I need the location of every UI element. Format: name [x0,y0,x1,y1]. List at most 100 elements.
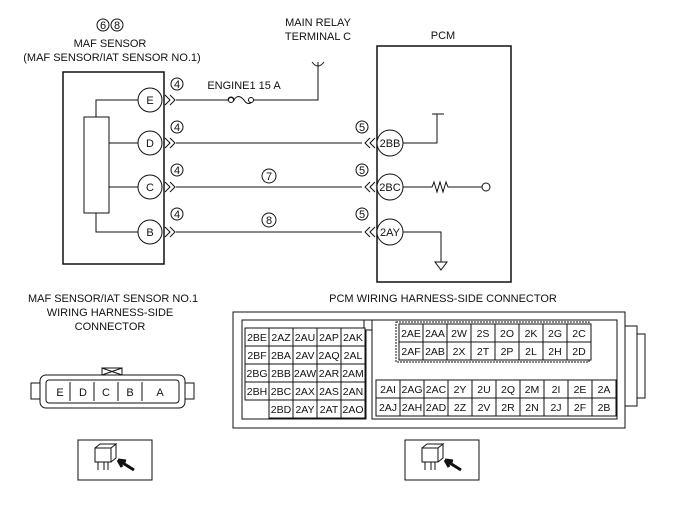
ground-symbol [403,231,448,271]
connector-cavity-label: 2AE [401,328,421,340]
connector-cavity-label: 2AQ [318,350,339,362]
connector-cavity-label: 2BH [247,386,267,398]
maf-sensing-element [83,116,110,214]
connector-cavity-label: 2BA [271,350,291,362]
callout-5: 5 [359,165,365,177]
connector-cavity-label: 2AF [401,346,420,358]
pcm-connector-face [232,311,646,429]
callout-4: 4 [174,165,180,177]
maf-callouts: 4 4 4 4 [170,77,184,221]
connector-cavity-label: 2AW [294,368,316,380]
pcm-callouts: 5 5 5 [355,120,369,221]
connector-cavity-label: 2AC [426,384,447,396]
connector-cavity-label: 2BB [271,368,291,380]
main-relay-terminal-label: TERMINAL C [285,31,351,43]
connector-cavity-label: 2Y [454,384,467,396]
resistor-symbol [403,180,482,194]
connector-cavity-label: 2AH [402,402,422,414]
connector-cavity-label: 2D [572,346,586,358]
callout-5: 5 [359,209,365,221]
connector-cavity-label: 2AK [343,332,363,344]
maf-pin-e: E [146,95,153,107]
connector-cavity-label: 2M [525,384,540,396]
maf-sensor-subtitle: (MAF SENSOR/IAT SENSOR NO.1) [23,52,200,64]
connector-cavity-label: 2H [548,346,561,358]
note-callout-8: 8 [114,20,120,32]
main-relay-label: MAIN RELAY [285,17,351,29]
connector-cavity-label: 2C [572,328,586,340]
connector-cavity-label: 2S [477,328,490,340]
terminal-circle [481,182,491,192]
connector-cavity [591,397,617,417]
connector-cavity-label: 2AU [295,332,315,344]
connector-probe-icon [77,439,153,481]
maf-connector-face: E D C B A [30,367,195,409]
maf-connector-title-2: WIRING HARNESS-SIDE [47,307,174,319]
pcm-box [376,45,512,283]
connector-cavity-label: 2AN [343,386,363,398]
note-callout-6: 6 [100,20,106,32]
connector-cavity-label: 2BC [271,386,292,398]
maf-connector-pin-e: E [56,387,63,399]
connector-cavity-label: 2AP [319,332,339,344]
connector-cavity-label: 2K [525,328,538,340]
callout-4: 4 [174,122,180,134]
maf-connector-pin-a: A [156,387,164,399]
connector-cavity-label: 2T [477,346,490,358]
connector-cavity-label: 2AO [342,404,363,416]
connector-cavity-label: 2R [501,402,515,414]
connector-cavity-label: 2B [598,402,611,414]
connector-cavity-label: 2AV [295,350,314,362]
connector-cavity-label: 2AT [320,404,339,416]
wire-callout-7: 7 [266,171,272,183]
maf-sensor-title: MAF SENSOR [74,38,147,50]
pcm-title: PCM [431,30,455,42]
connector-cavity [340,399,366,419]
pcm-pin-2bc: 2BC [379,182,400,194]
ground-reference-symbol [403,113,444,144]
connector-cavity-label: 2U [477,384,490,396]
connector-cavity-label: 2AR [319,368,340,380]
fuse-label: ENGINE1 15 A [207,80,281,92]
pcm-pins: 2BB 2BC 2AY [376,129,404,246]
maf-connector-pin-c: C [102,387,110,399]
connector-cavity-label: 2AI [380,384,396,396]
connector-cavity-label: 2AM [342,368,364,380]
note-callouts: 6 8 [96,18,124,32]
maf-connector-title-3: CONNECTOR [75,321,146,333]
connector-cavity-label: 2AA [425,328,445,340]
maf-pin-c: C [146,182,154,194]
connector-cavity-label: 2X [453,346,466,358]
connector-cavity-label: 2BD [271,404,292,416]
connector-cavity-label: 2Q [501,384,515,396]
connector-cavity-label: 2A [598,384,611,396]
connector-cavity-label: 2W [451,328,467,340]
connector-cavity-label: 2N [525,402,538,414]
connector-cavity-label: 2E [574,384,587,396]
connector-cavity-label: 2AB [425,346,445,358]
connector-cavity-label: 2P [501,346,514,358]
connector-cavity-label: 2AL [344,350,363,362]
maf-connector-title-1: MAF SENSOR/IAT SENSOR NO.1 [28,293,198,305]
relay-terminal-symbol [311,61,325,67]
connector-cavity-label: 2AZ [271,332,291,344]
connector-cavity-label: 2J [550,402,561,414]
connector-cavity-label: 2BG [246,368,267,380]
pcm-pin-2ay: 2AY [380,227,401,239]
maf-pin-d: D [146,138,154,150]
wire-callout-8: 8 [266,215,272,227]
connector-cavity-label: 2O [500,328,514,340]
maf-connector-pin-b: B [126,387,133,399]
maf-pin-b: B [146,227,153,239]
maf-sensor-box [62,71,165,265]
connector-probe-icon [404,439,480,481]
connector-cavity-label: 2Z [454,402,467,414]
connector-cavity-label: 2AG [401,384,422,396]
connector-cavity-label: 2AS [319,386,339,398]
connector-cavity-label: 2AD [426,402,447,414]
maf-pins: E D C B [137,87,163,245]
